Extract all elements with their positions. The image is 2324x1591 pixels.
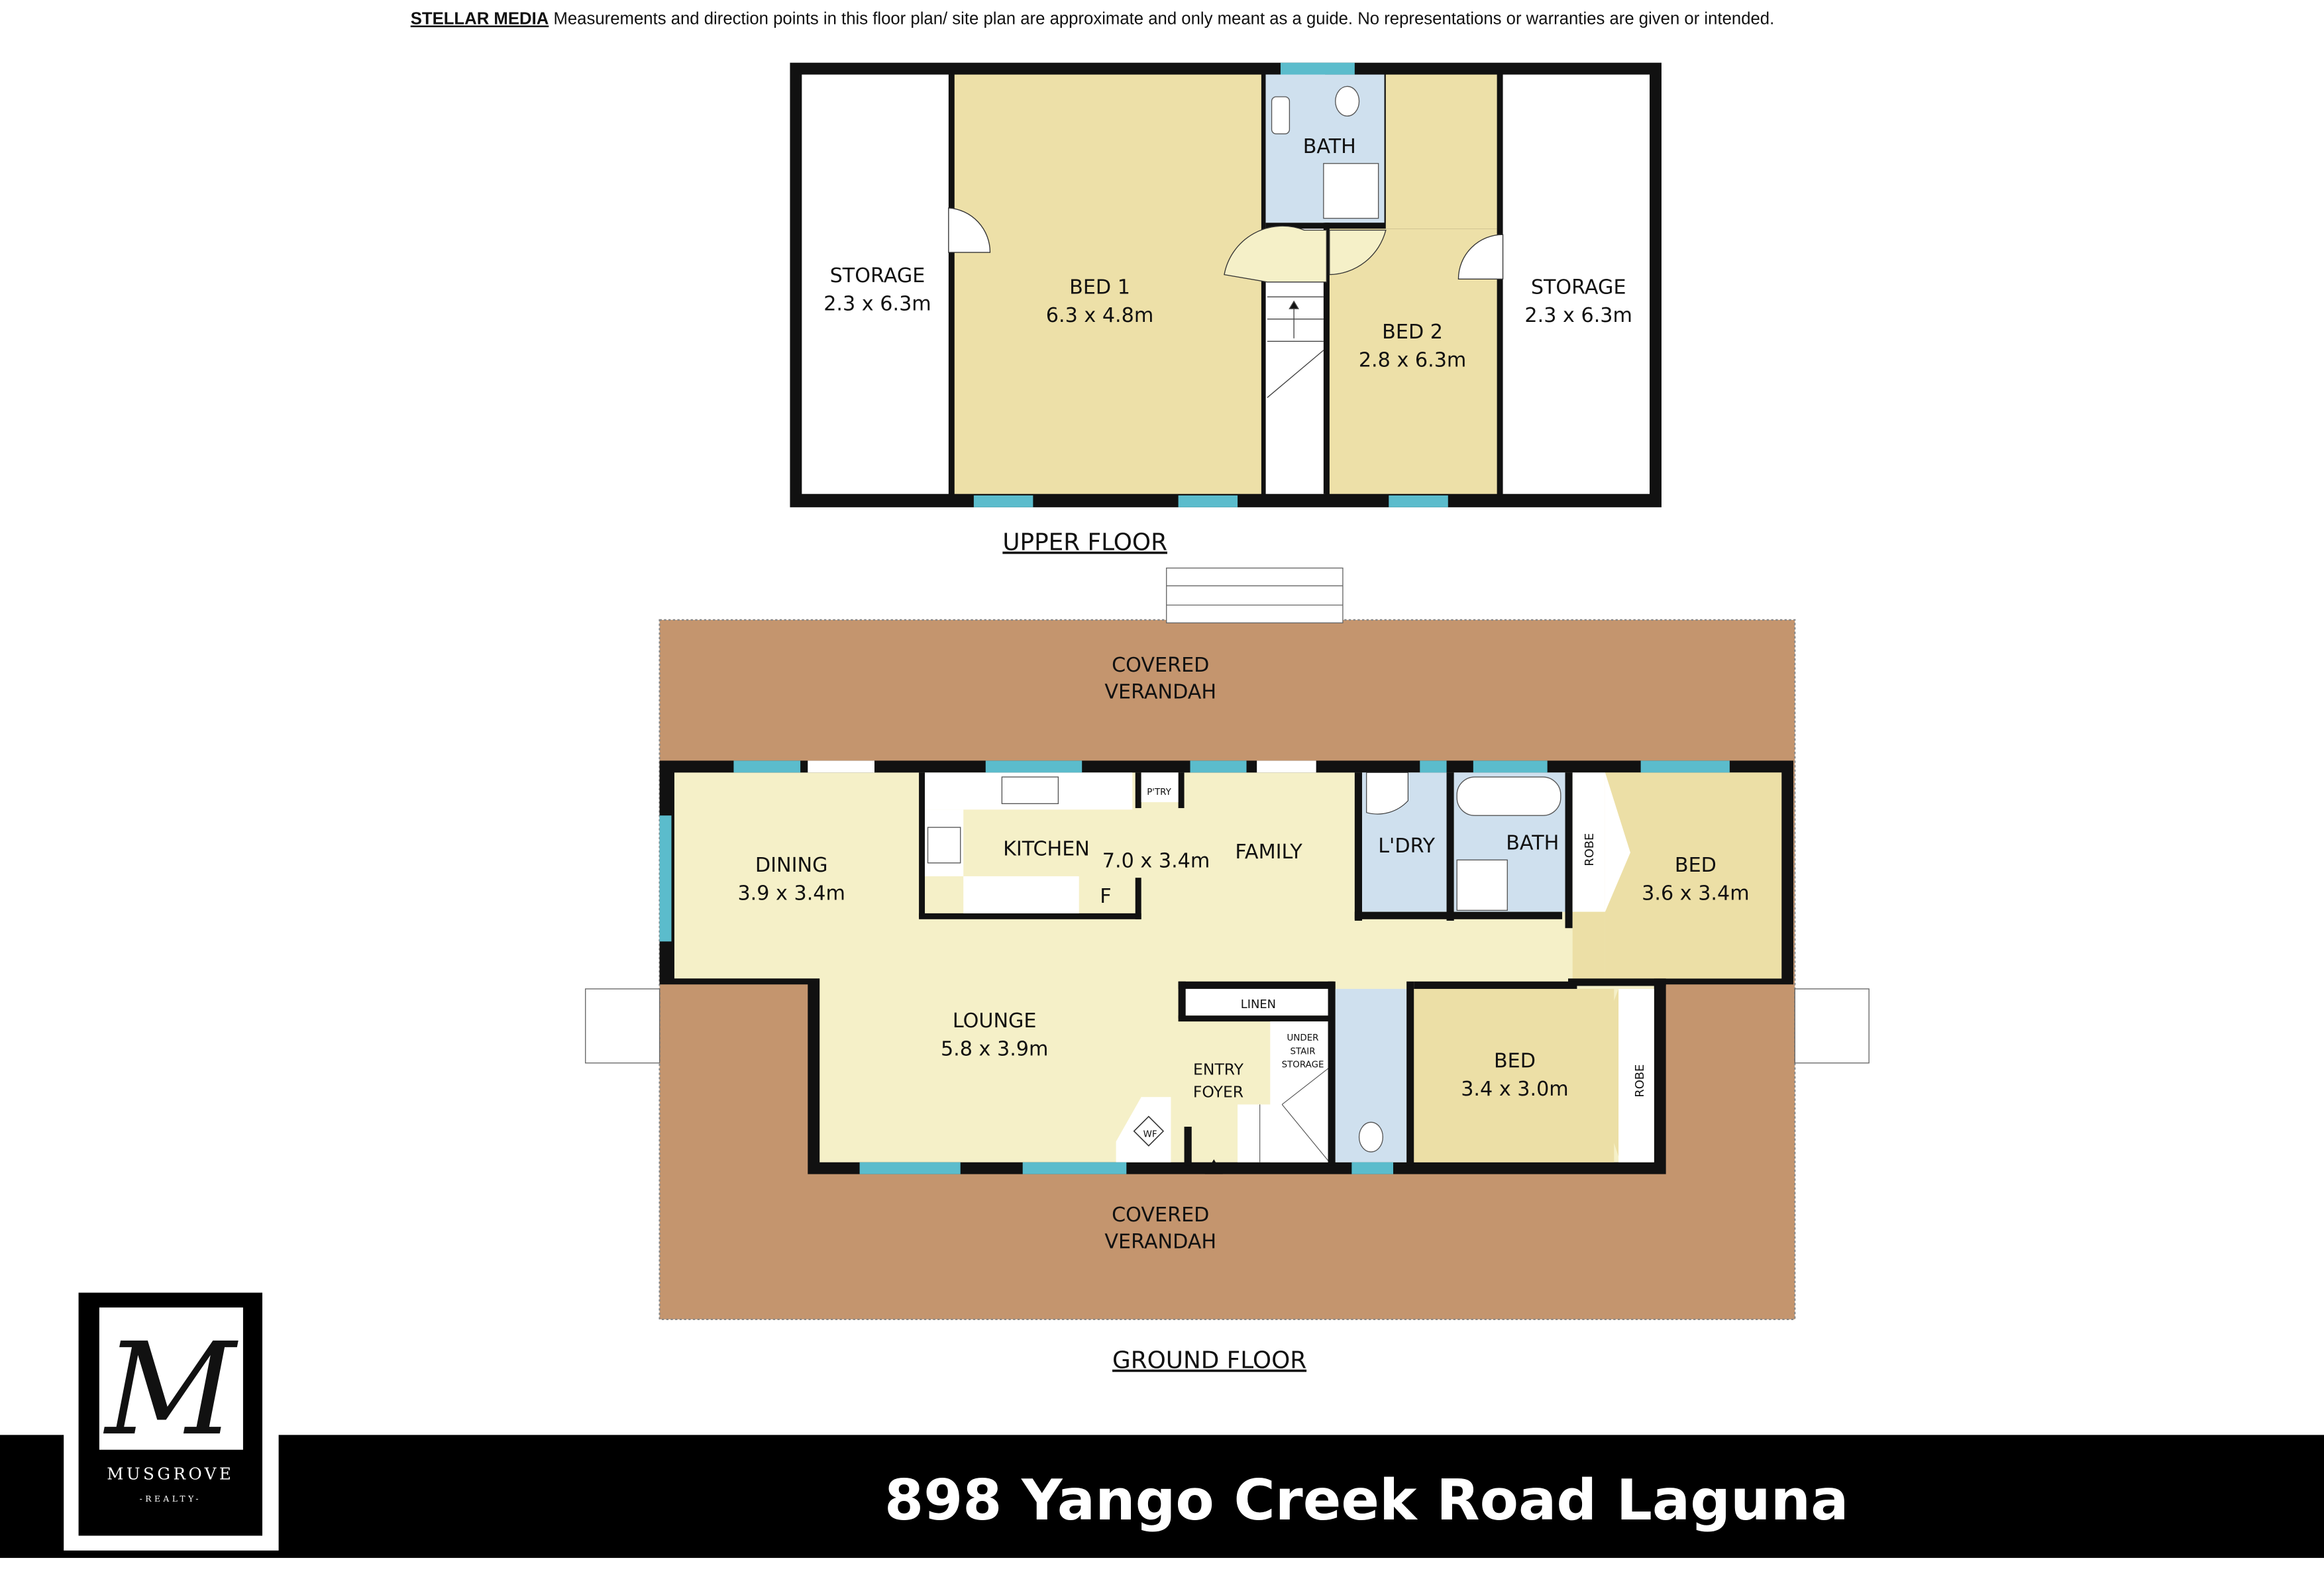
verandah-label: VERANDAH bbox=[1104, 680, 1216, 703]
room-label: BED bbox=[1675, 854, 1717, 877]
ground-staircase bbox=[1238, 1104, 1330, 1162]
sink-icon bbox=[1001, 776, 1059, 804]
robe bbox=[1618, 988, 1654, 1162]
room-size: 3.4 x 3.0m bbox=[1461, 1078, 1568, 1101]
room-size: 3.6 x 3.4m bbox=[1642, 882, 1749, 905]
shower-icon bbox=[1323, 163, 1379, 219]
storage-left-room bbox=[802, 74, 949, 494]
svg-text:MUSGROVE: MUSGROVE bbox=[107, 1464, 234, 1483]
toilet-icon bbox=[1335, 85, 1360, 117]
robe-label: ROBE bbox=[1633, 1064, 1647, 1098]
upper-staircase bbox=[1267, 296, 1324, 398]
window bbox=[973, 495, 1033, 507]
ground-floor-plan: COVERED VERANDAH COVERED VERANDAH DINING… bbox=[585, 567, 1870, 1374]
windows bbox=[659, 760, 1730, 1174]
entry-label: FOYER bbox=[1193, 1082, 1243, 1101]
storage-right-room bbox=[1503, 74, 1650, 494]
under-stair-label: UNDER bbox=[1287, 1033, 1319, 1043]
room-size: 3.9 x 3.4m bbox=[737, 882, 845, 905]
linen-label: LINEN bbox=[1241, 998, 1276, 1011]
pantry bbox=[1141, 772, 1179, 803]
room-label: LOUNGE bbox=[953, 1009, 1037, 1033]
basin-icon bbox=[1271, 96, 1291, 134]
room-size: 6.3 x 4.8m bbox=[1046, 304, 1153, 327]
svg-text:-REALTY-: -REALTY- bbox=[140, 1494, 201, 1504]
bathtub-icon bbox=[1456, 776, 1561, 816]
bed-lower-room bbox=[1414, 988, 1614, 1162]
room-label: BED 2 bbox=[1382, 321, 1443, 344]
room-label: STORAGE bbox=[1531, 276, 1626, 299]
room-label: FAMILY bbox=[1235, 841, 1302, 864]
disclaimer: STELLAR MEDIA Measurements and direction… bbox=[411, 10, 1775, 28]
room-label: BATH bbox=[1506, 832, 1559, 855]
landing-door-swing bbox=[1224, 225, 1328, 283]
room-size: 2.3 x 6.3m bbox=[823, 292, 931, 315]
under-stair-label: STORAGE bbox=[1282, 1060, 1324, 1070]
upper-floor-plan: STORAGE 2.3 x 6.3m BED 1 6.3 x 4.8m BATH… bbox=[790, 62, 1662, 556]
window bbox=[1280, 62, 1355, 75]
robe bbox=[1572, 772, 1605, 912]
room-label: L'DRY bbox=[1378, 835, 1435, 858]
upper-floor-label: UPPER FLOOR bbox=[1002, 529, 1167, 556]
room-label: BATH bbox=[1303, 135, 1356, 158]
room-label: KITCHEN bbox=[1003, 838, 1090, 861]
steps-left bbox=[585, 988, 660, 1064]
steps-right bbox=[1794, 988, 1870, 1064]
verandah-label: VERANDAH bbox=[1104, 1230, 1216, 1253]
room-size: 7.0 x 3.4m bbox=[1102, 850, 1210, 873]
steps-top bbox=[1166, 567, 1344, 624]
entry-label: ENTRY bbox=[1193, 1060, 1244, 1079]
room-size: 2.8 x 6.3m bbox=[1359, 348, 1466, 372]
room-size: 2.3 x 6.3m bbox=[1524, 304, 1632, 327]
bed1-room bbox=[954, 74, 1261, 494]
verandah-label: COVERED bbox=[1112, 654, 1209, 677]
window bbox=[1389, 495, 1448, 507]
property-address: 898 Yango Creek Road Laguna bbox=[884, 1468, 1849, 1533]
linen-cupboard bbox=[1185, 988, 1330, 1016]
fridge-label: F bbox=[1100, 885, 1111, 908]
cooktop-icon bbox=[927, 827, 961, 864]
room-label: DINING bbox=[755, 854, 828, 877]
musgrove-realty-logo: M MUSGROVE -REALTY- bbox=[64, 1286, 279, 1551]
robe-label: ROBE bbox=[1583, 833, 1597, 866]
toilet-icon bbox=[1358, 1121, 1384, 1153]
under-stair-label: STAIR bbox=[1290, 1047, 1315, 1056]
room-size: 5.8 x 3.9m bbox=[941, 1038, 1048, 1061]
bed-right-room bbox=[1605, 772, 1782, 979]
entry-arrow-icon bbox=[1204, 1159, 1223, 1174]
pantry-label: P'TRY bbox=[1147, 788, 1171, 797]
room-label: STORAGE bbox=[830, 264, 925, 287]
room-label: BED bbox=[1494, 1050, 1536, 1073]
shower-icon bbox=[1456, 859, 1508, 911]
verandah-label: COVERED bbox=[1112, 1204, 1209, 1227]
footer-bar bbox=[0, 1435, 2324, 1559]
svg-text:M: M bbox=[103, 1315, 238, 1464]
wood-fire-label: WF bbox=[1143, 1130, 1157, 1140]
ground-floor-label: GROUND FLOOR bbox=[1112, 1347, 1306, 1374]
kitchen-island bbox=[963, 876, 1079, 913]
window bbox=[1178, 495, 1238, 507]
room-label: BED 1 bbox=[1069, 276, 1130, 299]
